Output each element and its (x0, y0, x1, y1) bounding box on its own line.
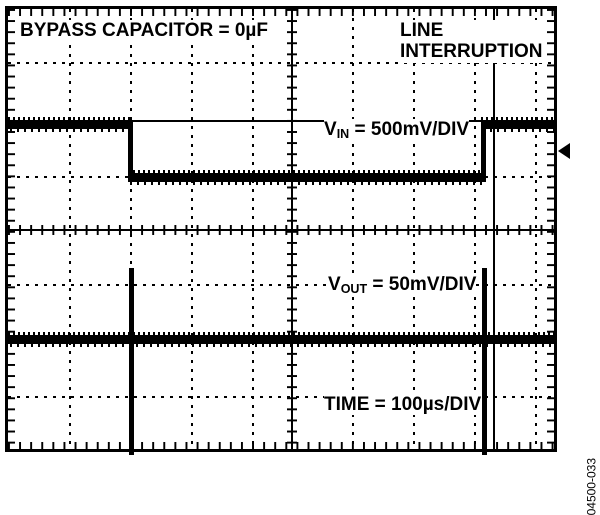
vin-scale-label: VIN = 500mV/DIV (324, 119, 470, 141)
trace-noise (128, 181, 486, 185)
grid-dotted-v (69, 9, 71, 449)
vout-value: = 50mV/DIV (367, 274, 477, 295)
vin-rising-edge (481, 120, 486, 182)
trace-noise (481, 128, 554, 132)
grid-dotted-v (413, 9, 415, 449)
trace-noise (8, 343, 554, 347)
vout-trace-baseline (8, 332, 554, 347)
vout-scale-label: VOUT = 50mV/DIV (328, 274, 477, 296)
vin-trace-high-right (481, 117, 554, 132)
trace-noise (481, 117, 554, 121)
edge-ticks-right (547, 9, 554, 449)
vout-spike-rising (482, 268, 487, 455)
axis-ticks-vertical (287, 9, 297, 449)
time-scale-label: TIME = 100µs/DIV (324, 394, 482, 416)
line-interruption-line1: LINE (400, 20, 444, 41)
vin-trace-high-left (8, 117, 133, 132)
grid-dotted-v (474, 9, 476, 449)
vout-subscript: OUT (340, 282, 368, 296)
trigger-level-arrow-icon (558, 143, 570, 159)
vin-trace-low (128, 170, 486, 185)
bypass-capacitor-label: BYPASS CAPACITOR = 0µF (20, 20, 268, 42)
figure-id-label: 04500-033 (584, 458, 598, 515)
vin-subscript: IN (336, 127, 350, 141)
vout-symbol: V (328, 274, 341, 295)
trace-noise (8, 332, 554, 336)
vin-value: = 500mV/DIV (349, 119, 470, 140)
grid-dotted-v (352, 9, 354, 449)
trace-noise (8, 128, 133, 132)
grid-dotted-v (191, 9, 193, 449)
grid-dotted-v (535, 9, 537, 449)
major-gridline-v (493, 9, 495, 449)
line-interruption-label: LINE INTERRUPTION (400, 20, 543, 63)
trace-noise (128, 170, 486, 174)
edge-ticks-bottom (8, 442, 554, 449)
line-interruption-line2: INTERRUPTION (400, 41, 543, 63)
edge-ticks-left (8, 9, 15, 449)
scope-screen: BYPASS CAPACITOR = 0µF LINE INTERRUPTION… (5, 6, 557, 455)
vin-symbol: V (324, 119, 337, 140)
vout-spike-falling (129, 268, 134, 455)
edge-ticks-top (8, 9, 554, 16)
center-axis-vertical (287, 9, 297, 449)
axis-ticks-horizontal (8, 225, 554, 235)
oscilloscope-figure: BYPASS CAPACITOR = 0µF LINE INTERRUPTION… (5, 6, 598, 515)
grid-dotted-v (252, 9, 254, 449)
graticule (8, 9, 554, 449)
trace-noise (8, 117, 133, 121)
vin-falling-edge (128, 120, 133, 182)
center-axis-horizontal (8, 225, 554, 235)
